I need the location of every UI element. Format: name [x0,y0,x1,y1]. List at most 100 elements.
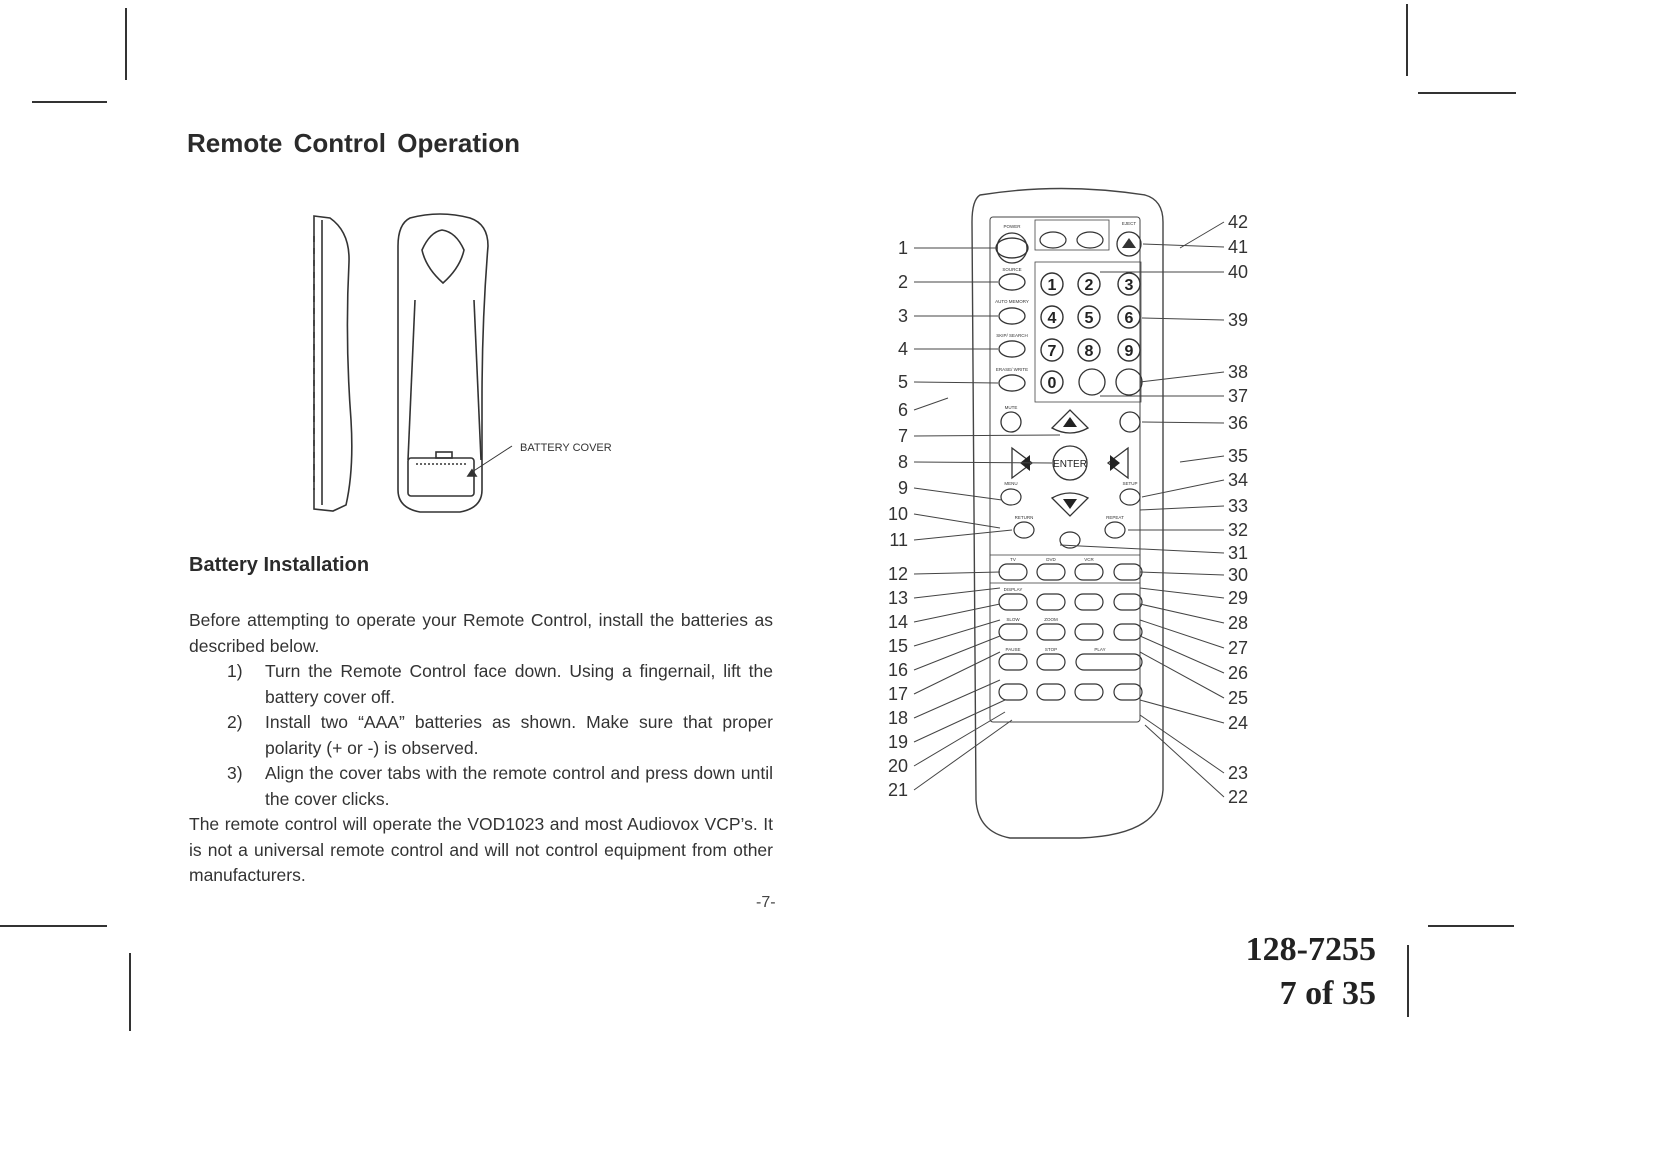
digit-label: 5 [1085,310,1094,327]
digit-button [1077,272,1101,296]
callout-label: 7 [898,426,908,446]
page-number: -7- [756,894,776,911]
transport-button [1074,683,1104,701]
channel-up-button [1115,368,1143,396]
arrow-right-icon [1110,455,1120,471]
digit-label: 4 [1048,310,1057,327]
steps-list: 1)Turn the Remote Control face down. Usi… [189,659,773,812]
transport-button [1074,593,1104,611]
transport-button [998,683,1028,701]
callout-label: 32 [1228,520,1248,540]
doc-number: 128-7255 [1245,931,1376,968]
leader-line [913,461,1053,464]
button-label: POWER [1003,224,1021,229]
callout-label: 20 [888,756,908,776]
closing-paragraph: The remote control will operate the VOD1… [189,814,773,885]
crop-mark [125,8,127,80]
step-item: 2)Install two “AAA” batteries as shown. … [189,710,773,761]
callout-label: 3 [898,306,908,326]
step-text: Align the cover tabs with the remote con… [265,763,773,809]
leader-line [1141,479,1225,498]
button-label: REPEAT [1106,515,1124,520]
digit-label: 3 [1125,277,1134,294]
callout-label: 8 [898,452,908,472]
leader-line [913,651,1001,695]
leader-line [1139,714,1225,774]
leader-line [1139,587,1225,599]
callout-label: 31 [1228,543,1248,563]
leader-line [913,529,1013,541]
channel-down-button [1078,368,1106,396]
button-label: VCR [1084,557,1094,562]
crop-mark [0,925,107,927]
leader-line [913,381,999,384]
button-label: PAUSE [1006,647,1021,652]
leader-line [913,587,1001,599]
leader-line [913,487,1003,501]
button-label: STOP [1045,647,1057,652]
callout-label: 22 [1228,787,1248,807]
leader-line [913,603,1001,623]
return-button [1013,521,1035,539]
setup-button [1119,488,1141,506]
remote-side-view [313,215,353,512]
transport-button [1036,563,1066,581]
leader-line [1179,221,1225,249]
transport-button [1113,593,1143,611]
callout-label: 24 [1228,713,1248,733]
step-item: 1)Turn the Remote Control face down. Usi… [189,659,773,710]
digit-button [1040,370,1064,394]
digit-label: 9 [1125,343,1134,360]
callout-label: 16 [888,660,908,680]
step-text: Install two “AAA” batteries as shown. Ma… [265,712,773,758]
transport-button [1036,653,1066,671]
leader-line [913,711,1006,767]
button-label: TV [1010,557,1016,562]
button-label: DVD [1046,557,1056,562]
leader-line [1059,544,1225,554]
button-label: AUTO MEMORY [995,299,1029,304]
transport-button [1036,623,1066,641]
transport-button [1113,563,1143,581]
button-label: ERASE/ WRITE [996,367,1028,372]
source-button [998,273,1026,291]
section-title: Battery Installation [189,554,370,576]
callout-label: 35 [1228,446,1248,466]
callout-label: 29 [1228,588,1248,608]
eject-button [1116,231,1142,257]
leader-line [913,619,1001,647]
erase-write-button [998,374,1026,392]
callout-label: 21 [888,780,908,800]
remote-callouts: 1234567891011121314151617181920214241403… [888,212,1248,807]
transport-button [998,623,1028,641]
leader-line [913,513,1001,529]
button-label: MUTE [1005,405,1018,410]
digit-button [1117,338,1141,362]
callout-label: 42 [1228,212,1248,232]
callout-label: 27 [1228,638,1248,658]
digit-button [1117,272,1141,296]
step-number: 1) [227,661,243,681]
top-row-button [1076,231,1104,249]
digit-label: 1 [1048,277,1057,294]
digit-button [1077,338,1101,362]
dpad-right [1106,446,1129,480]
leader-line [913,679,1001,719]
play-button [1075,653,1143,671]
callout-label: 5 [898,372,908,392]
step-number: 3) [227,763,243,783]
leader-line [1139,651,1225,699]
digit-button [1117,305,1141,329]
step-item: 3) Align the cover tabs with the remote c… [189,761,773,812]
button-label: EJECT [1122,221,1137,226]
crop-mark [1418,92,1516,94]
dpad-up [1050,409,1090,434]
callout-label: 36 [1228,413,1248,433]
dpad-down [1050,492,1090,517]
digit-button [1040,305,1064,329]
callout-label: 1 [898,238,908,258]
button-label: PLAY [1094,647,1105,652]
menu-button [1000,488,1022,506]
leader-line [1141,317,1225,321]
